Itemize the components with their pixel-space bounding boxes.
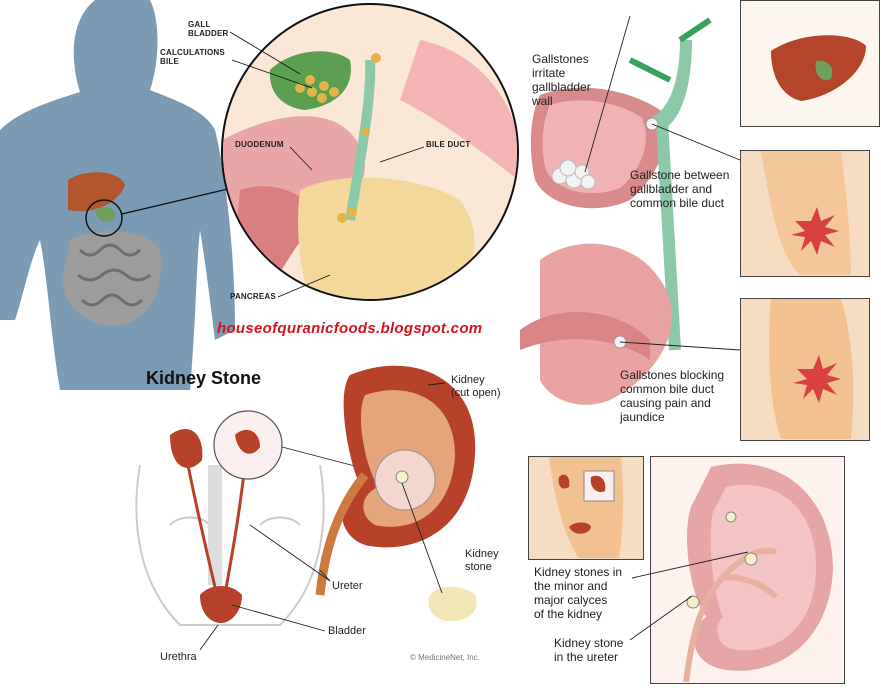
label-calyces-stones: Kidney stones in the minor and major cal… [534, 565, 622, 621]
label-kidney-stone: Kidney stone [465, 548, 499, 574]
gallstone-inset-liver [740, 0, 880, 127]
label-gallstone-between: Gallstone between gallbladder and common… [630, 168, 729, 210]
label-kidney-cut-open: Kidney (cut open) [451, 374, 501, 400]
label-urethra: Urethra [160, 651, 197, 664]
kidney-illustration [120, 355, 520, 691]
label-duodenum: DUODENUM [235, 140, 284, 149]
watermark-text: houseofquranicfoods.blogspot.com [217, 320, 482, 337]
label-bile-duct: BILE DUCT [426, 140, 470, 149]
gallstone-inset-jaundice [740, 298, 870, 441]
gallstone-inset-abdomen-pain [740, 150, 870, 277]
calyces-panel: Kidney stones in the minor and major cal… [520, 450, 881, 691]
kidney-stone-title: Kidney Stone [146, 368, 261, 389]
label-calculations-bile: CALCULATIONS BILE [160, 48, 225, 66]
label-pancreas: PANCREAS [230, 292, 276, 301]
label-gallstones-blocking: Gallstones blocking common bile duct cau… [620, 368, 724, 424]
label-gallstones-irritate: Gallstones irritate gallbladder wall [532, 52, 591, 108]
gallstone-panel: Gallstones irritate gallbladder wall Gal… [520, 0, 881, 450]
label-bladder: Bladder [328, 625, 366, 638]
label-ureter: Ureter [332, 580, 363, 593]
label-gall-bladder: GALL BLADDER [188, 20, 229, 38]
kidney-panel: Kidney Stone Kidney (cut open) Kidney st… [120, 355, 520, 691]
credit-text: © MedicineNet, Inc. [410, 653, 480, 662]
label-ureter-stone: Kidney stone in the ureter [554, 636, 623, 664]
